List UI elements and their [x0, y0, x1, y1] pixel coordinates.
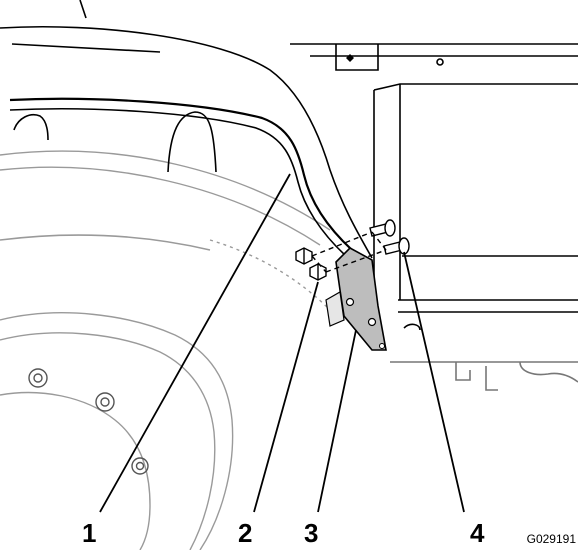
hardware [295, 219, 410, 281]
leader-line-2 [253, 281, 319, 513]
callout-2: 2 [238, 518, 253, 548]
figure-id: G029191 [526, 532, 576, 546]
frame [290, 43, 578, 391]
leader-line-3 [317, 329, 357, 513]
wheel-assembly [0, 150, 331, 550]
nut-upper [295, 247, 313, 265]
leader-line-4 [403, 251, 465, 513]
leader-line-1 [99, 173, 291, 513]
callout-4: 4 [470, 518, 485, 548]
bolt-upper [369, 219, 396, 237]
mounting-plate [325, 247, 387, 351]
callout-1: 1 [82, 518, 97, 548]
nut-lower [309, 263, 327, 281]
leader-lines [99, 173, 465, 513]
callout-3: 3 [304, 518, 319, 548]
fender [0, 0, 373, 277]
bolt-lower [383, 237, 410, 255]
